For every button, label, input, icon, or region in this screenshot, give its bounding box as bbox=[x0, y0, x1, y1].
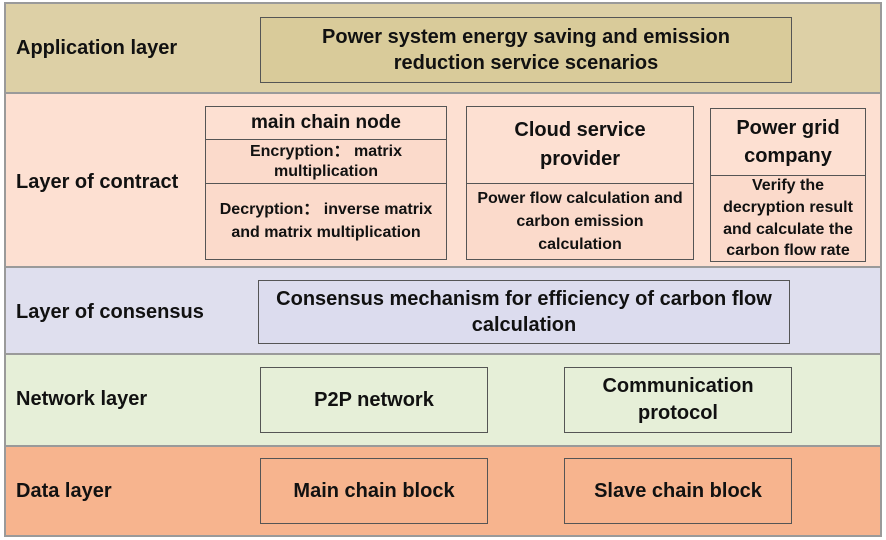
main-chain-block-text: Main chain block bbox=[293, 479, 455, 502]
data-layer: Data layer Main chain block Slave chain … bbox=[4, 445, 882, 537]
consensus-mechanism-text: Consensus mechanism for efficiency of ca… bbox=[276, 288, 772, 336]
contract-layer: Layer of contract main chain node Encryp… bbox=[4, 92, 882, 268]
consensus-mechanism-box: Consensus mechanism for efficiency of ca… bbox=[258, 280, 790, 344]
network-layer: Network layer P2P network Communication … bbox=[4, 353, 882, 447]
communication-protocol-text: Communication protocol bbox=[602, 375, 754, 424]
slave-chain-block-text: Slave chain block bbox=[594, 479, 762, 502]
consensus-layer: Layer of consensus Consensus mechanism f… bbox=[4, 266, 882, 355]
p2p-network-box: P2P network bbox=[260, 367, 488, 433]
service-scenarios-text: Power system energy saving and emission … bbox=[322, 26, 730, 74]
cloud-service-provider-title: Cloud service provider bbox=[466, 106, 694, 184]
decryption-box: Decryption： inverse matrix and matrix mu… bbox=[205, 183, 447, 260]
service-scenarios-box: Power system energy saving and emission … bbox=[260, 17, 792, 83]
encryption-box: Encryption： matrix multiplication bbox=[205, 139, 447, 184]
application-layer: Application layer Power system energy sa… bbox=[4, 2, 882, 94]
slave-chain-block-box: Slave chain block bbox=[564, 458, 792, 524]
main-chain-node-title: main chain node bbox=[205, 106, 447, 140]
application-layer-label: Application layer bbox=[16, 37, 178, 59]
power-grid-company-title: Power grid company bbox=[710, 108, 866, 176]
power-grid-company-group: Power grid company Verify the decryption… bbox=[710, 108, 866, 262]
contract-layer-label: Layer of contract bbox=[16, 171, 179, 193]
p2p-network-text: P2P network bbox=[314, 388, 434, 411]
cloud-service-provider-group: Cloud service provider Power flow calcul… bbox=[466, 106, 694, 260]
communication-protocol-box: Communication protocol bbox=[564, 367, 792, 433]
power-flow-calculation-box: Power flow calculation and carbon emissi… bbox=[466, 183, 694, 260]
network-layer-label: Network layer bbox=[16, 388, 148, 410]
main-chain-block-box: Main chain block bbox=[260, 458, 488, 524]
verify-decryption-box: Verify the decryption result and calcula… bbox=[710, 175, 866, 262]
main-chain-node-group: main chain node Encryption： matrix multi… bbox=[205, 106, 447, 260]
data-layer-label: Data layer bbox=[16, 480, 112, 502]
consensus-layer-label: Layer of consensus bbox=[16, 301, 204, 323]
